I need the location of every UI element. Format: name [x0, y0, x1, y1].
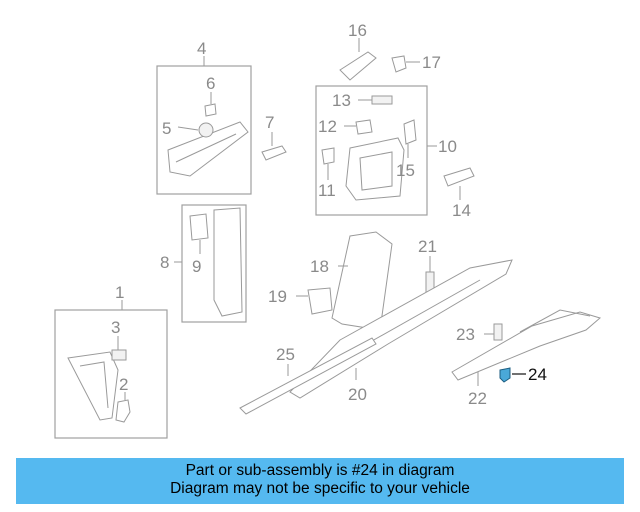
callout-12: 12 [318, 117, 337, 136]
callout-16: 16 [348, 21, 367, 40]
info-banner: Part or sub-assembly is #24 in diagram D… [16, 458, 624, 504]
group-8-box [181, 204, 247, 323]
scuff-plate-part-25 [239, 337, 377, 415]
bolt-part-13 [371, 95, 393, 105]
group-1-box [54, 309, 168, 439]
rail-part-22 [451, 311, 602, 381]
bracket-part-9 [189, 213, 209, 241]
part-21: 21 [418, 237, 437, 293]
clip-part-15 [403, 119, 417, 145]
vent-grille-part-14 [443, 167, 475, 187]
part-7: 7 [261, 113, 287, 161]
part-14: 14 [443, 167, 475, 220]
group-8-parts: 8 9 [160, 204, 247, 323]
bolt-part-23 [493, 323, 503, 341]
callout-23: 23 [456, 325, 475, 344]
clip-part-24-highlighted [499, 367, 511, 383]
callout-10: 10 [438, 137, 457, 156]
callout-25: 25 [276, 345, 295, 364]
clip-part-3 [111, 349, 127, 361]
callout-8: 8 [160, 253, 169, 272]
vent-grille-part-7 [261, 145, 287, 161]
a-pillar-upper-trim [167, 121, 249, 177]
sill-plate-part-20 [289, 259, 513, 399]
parts-16-17: 16 17 [339, 21, 441, 81]
callout-6: 6 [206, 74, 215, 93]
b-pillar-lower-trim-18 [331, 231, 393, 331]
callout-13: 13 [332, 91, 351, 110]
callout-9: 9 [192, 257, 201, 276]
callout-17: 17 [422, 53, 441, 72]
callout-1: 1 [115, 283, 124, 302]
clip-part-19 [307, 287, 333, 315]
clip-part-2 [115, 399, 131, 423]
callout-11: 11 [318, 181, 336, 200]
callout-4: 4 [197, 39, 206, 58]
group-10-box [315, 85, 428, 216]
quarter-trim-part [345, 137, 405, 201]
parts-diagram: 1 3 2 4 6 5 7 8 9 [54, 21, 602, 439]
callout-5: 5 [162, 119, 171, 138]
group-4-parts: 4 6 5 [156, 39, 252, 195]
callout-19: 19 [268, 287, 287, 306]
callout-22: 22 [468, 389, 487, 408]
parts-22-23-24: 23 22 24 [451, 309, 602, 408]
group-10-parts: 13 12 11 15 10 [315, 85, 457, 216]
banner-line-2: Diagram may not be specific to your vehi… [170, 480, 470, 497]
callout-24: 24 [528, 365, 547, 384]
callout-7: 7 [265, 113, 274, 132]
callout-21: 21 [418, 237, 437, 256]
group-1-parts: 1 3 2 [54, 283, 168, 439]
callout-3: 3 [111, 318, 120, 337]
callout-15: 15 [396, 161, 415, 180]
b-pillar-trim-part [213, 207, 243, 317]
banner-line-1: Part or sub-assembly is #24 in diagram [185, 462, 455, 479]
parts-18-19: 18 19 [268, 231, 393, 331]
clip-part-11 [321, 147, 335, 165]
callout-20: 20 [348, 385, 367, 404]
callout-2: 2 [119, 375, 128, 394]
callout-14: 14 [452, 201, 471, 220]
clip-part-12 [355, 119, 373, 135]
grab-handle-part-16 [339, 51, 377, 81]
retainer-part-5 [198, 122, 214, 138]
clip-part-17 [391, 55, 407, 73]
clip-part-6 [204, 103, 217, 117]
sill-plates: 20 25 [239, 259, 513, 415]
a-pillar-lower-trim [67, 351, 119, 421]
callout-18: 18 [310, 257, 329, 276]
